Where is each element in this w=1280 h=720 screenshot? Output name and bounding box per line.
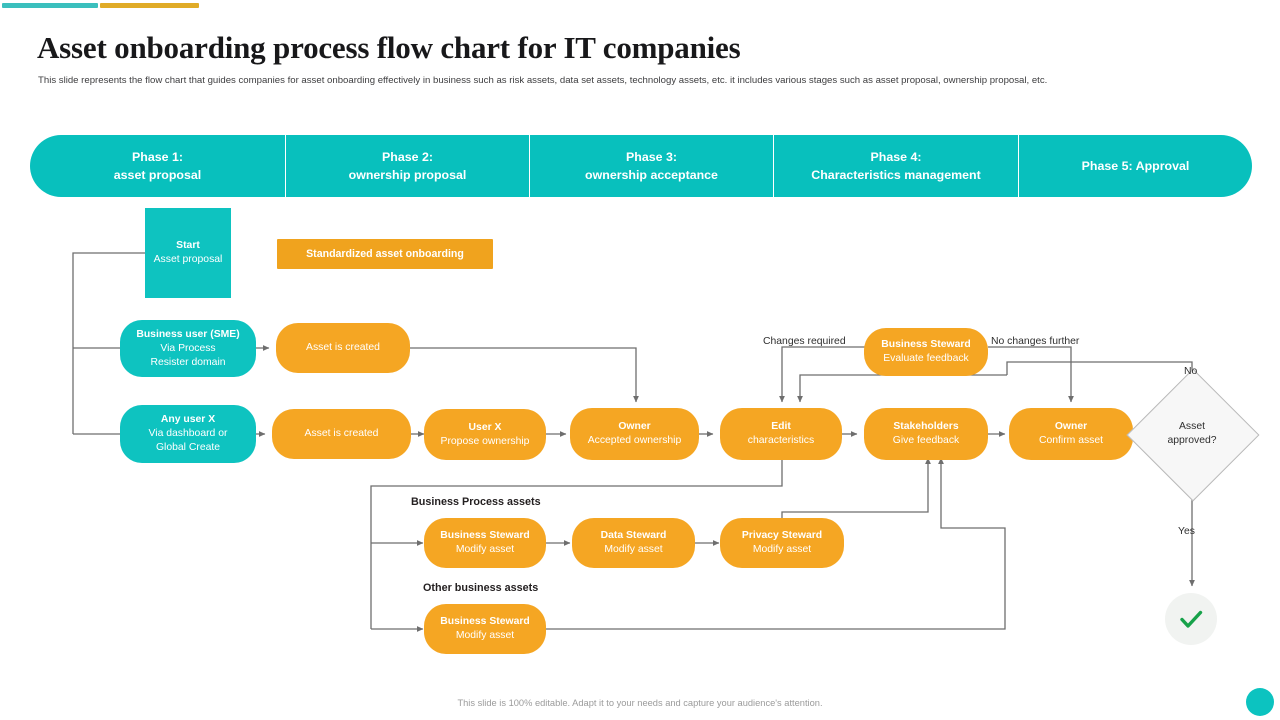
accent-bar-gold [100,3,199,8]
node-bp-privacy-steward-sub: Modify asset [752,544,812,555]
accent-bar-teal [2,3,98,8]
wire-label-no-changes-further: No changes further [991,336,1080,347]
decision-asset-approved-label: Asset approved? [1137,420,1247,447]
node-owner-confirm-sub: Confirm asset [1038,435,1104,446]
node-other-business-steward-sub: Modify asset [455,630,515,641]
wire-label-yes: Yes [1178,526,1195,537]
phase-bar: Phase 1: asset proposal Phase 2: ownersh… [30,135,1252,197]
node-start-title: Start [176,240,200,251]
phase-1-line1: Phase 1: [132,150,183,164]
node-bp-privacy-steward[interactable]: Privacy Steward Modify asset [720,518,844,568]
node-user-x-sub: Propose ownership [440,435,530,447]
node-bs-evaluate-title: Business Steward [881,339,971,350]
phase-3[interactable]: Phase 3: ownership acceptance [530,135,774,197]
node-bp-business-steward-sub: Modify asset [455,544,515,555]
wire-label-changes-required: Changes required [763,336,846,347]
node-start[interactable]: Start Asset proposal [145,208,231,298]
node-other-business-steward[interactable]: Business Steward Modify asset [424,604,546,654]
node-business-user-sme-title: Business user (SME) [136,328,240,340]
node-edit-characteristics-sub: characteristics [747,435,815,446]
node-owner-accepted-ownership[interactable]: Owner Accepted ownership [570,408,699,460]
phase-3-line2: ownership acceptance [585,168,718,182]
phase-1[interactable]: Phase 1: asset proposal [30,135,286,197]
node-success-end[interactable] [1165,593,1217,645]
phase-4[interactable]: Phase 4: Characteristics management [774,135,1019,197]
phase-5-line1: Phase 5: Approval [1081,159,1190,173]
node-bp-business-steward[interactable]: Business Steward Modify asset [424,518,546,568]
node-bp-privacy-steward-title: Privacy Steward [741,530,823,541]
node-business-user-sme-line2: Via Process [160,342,216,354]
node-owner-confirm-title: Owner [1054,421,1088,432]
page-title: Asset onboarding process flow chart for … [37,30,741,65]
footer-note: This slide is 100% editable. Adapt it to… [457,698,823,708]
node-business-steward-evaluate-feedback[interactable]: Business Steward Evaluate feedback [864,328,988,376]
node-edit-characteristics[interactable]: Edit characteristics [720,408,842,460]
check-icon [1180,610,1203,628]
node-user-x-title: User X [468,421,502,433]
phase-3-line1: Phase 3: [626,150,677,164]
node-start-sub: Asset proposal [153,254,223,265]
node-bp-business-steward-title: Business Steward [440,530,530,541]
decision-line1: Asset [1179,421,1205,432]
node-any-user-x-line3: Global Create [155,442,221,453]
banner-label: Standardized asset onboarding [306,248,464,260]
node-bs-evaluate-sub: Evaluate feedback [883,353,969,364]
phase-2[interactable]: Phase 2: ownership proposal [286,135,530,197]
phase-4-line2: Characteristics management [811,168,981,182]
node-business-user-sme[interactable]: Business user (SME) Via Process Resister… [120,320,256,377]
node-business-user-sme-line3: Resister domain [150,356,226,368]
node-any-user-x[interactable]: Any user X Via dashboard or Global Creat… [120,405,256,463]
node-any-user-x-line2: Via dashboard or [148,428,228,439]
phase-2-line1: Phase 2: [382,150,433,164]
group-label-other-business-assets: Other business assets [423,582,539,594]
node-asset-created-bottom-label: Asset is created [304,428,379,439]
phase-5[interactable]: Phase 5: Approval [1019,135,1252,197]
wire-label-no: No [1184,366,1198,377]
node-user-x[interactable]: User X Propose ownership [424,409,546,460]
phase-4-line1: Phase 4: [870,150,922,164]
page-subtitle: This slide represents the flow chart tha… [38,75,1048,86]
node-asset-created-top[interactable]: Asset is created [276,323,410,373]
node-edit-characteristics-title: Edit [771,421,791,432]
group-label-business-process-assets: Business Process assets [411,496,541,508]
node-stakeholders-title: Stakeholders [893,421,959,432]
node-other-business-steward-title: Business Steward [440,616,530,627]
brand-circle [1246,688,1274,716]
phase-2-line2: ownership proposal [348,168,467,182]
node-bp-data-steward-sub: Modify asset [604,544,663,555]
node-bp-data-steward-title: Data Steward [600,530,667,541]
node-stakeholders[interactable]: Stakeholders Give feedback [864,408,988,460]
decision-line2: approved? [1167,434,1217,446]
node-asset-created-bottom[interactable]: Asset is created [272,409,411,459]
phase-1-line2: asset proposal [113,168,202,182]
node-asset-created-top-label: Asset is created [306,342,380,353]
node-owner-confirm-asset[interactable]: Owner Confirm asset [1009,408,1133,460]
node-owner-accepted-title: Owner [618,421,651,432]
node-owner-accepted-sub: Accepted ownership [587,435,682,446]
node-bp-data-steward[interactable]: Data Steward Modify asset [572,518,695,568]
banner-standardized-asset-onboarding[interactable]: Standardized asset onboarding [277,239,493,269]
node-stakeholders-sub: Give feedback [892,435,960,446]
node-any-user-x-title: Any user X [160,414,216,425]
